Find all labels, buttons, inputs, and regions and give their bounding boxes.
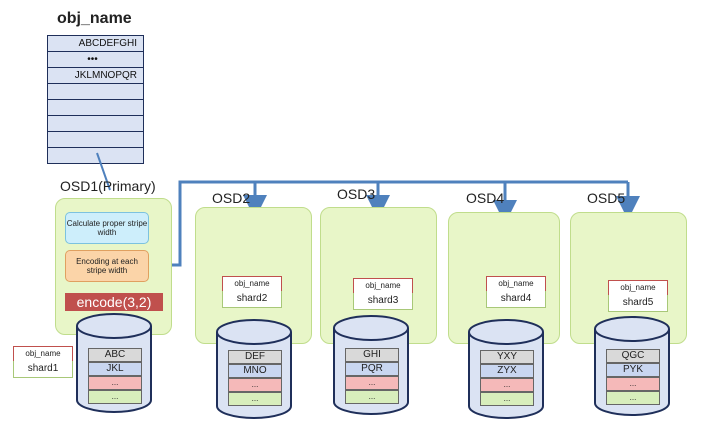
chunk: ... <box>606 391 660 405</box>
obj-row <box>48 132 143 148</box>
osd2-obj-tag: obj_name <box>222 276 282 292</box>
chunk: ... <box>480 392 534 406</box>
osd1-shard-tag: shard1 <box>13 361 73 378</box>
encoding-stripe-box: Encoding at each stripe width <box>65 250 149 282</box>
calculate-stripe-box: Calculate proper stripe width <box>65 212 149 244</box>
osd2-label: OSD2 <box>212 190 251 206</box>
obj-to-osd1-line <box>96 152 111 191</box>
osd5-obj-tag: obj_name <box>608 280 668 296</box>
chunk: ... <box>345 376 399 390</box>
osd4-obj-tag: obj_name <box>486 276 546 292</box>
osd3-shard-tag: shard3 <box>353 293 413 310</box>
osd3-label: OSD3 <box>337 186 376 202</box>
object-stack: ABCDEFGHI ••• JKLMNOPQR <box>47 35 144 164</box>
chunk: ... <box>228 392 282 406</box>
chunk: PYK <box>606 363 660 377</box>
obj-row <box>48 116 143 132</box>
chunk: ... <box>345 390 399 404</box>
osd4-label: OSD4 <box>466 190 505 206</box>
chunk: YXY <box>480 350 534 364</box>
osd5-shard-tag: shard5 <box>608 295 668 312</box>
chunk: ... <box>88 376 142 390</box>
osd1-label: OSD1(Primary) <box>60 178 156 194</box>
chunk: ABC <box>88 348 142 362</box>
obj-row: ••• <box>48 52 143 68</box>
chunk: MNO <box>228 364 282 378</box>
chunk: QGC <box>606 349 660 363</box>
encode-label: encode(3,2) <box>65 293 163 311</box>
chunk: ... <box>88 390 142 404</box>
chunk: ... <box>228 378 282 392</box>
osd1-obj-tag: obj_name <box>13 346 73 362</box>
obj-row <box>48 84 143 100</box>
osd2-shard-tag: shard2 <box>222 291 282 308</box>
osd5-label: OSD5 <box>587 190 626 206</box>
obj-row: JKLMNOPQR <box>48 68 143 84</box>
osd4-shard-tag: shard4 <box>486 291 546 308</box>
chunk: GHI <box>345 348 399 362</box>
chunk: ZYX <box>480 364 534 378</box>
chunk: JKL <box>88 362 142 376</box>
chunk: DEF <box>228 350 282 364</box>
chunk: PQR <box>345 362 399 376</box>
distribution-line <box>172 180 628 267</box>
osd3-obj-tag: obj_name <box>353 278 413 294</box>
chunk: ... <box>480 378 534 392</box>
obj-row <box>48 100 143 116</box>
chunk: ... <box>606 377 660 391</box>
obj-title: obj_name <box>57 10 132 27</box>
obj-row: ABCDEFGHI <box>48 36 143 52</box>
